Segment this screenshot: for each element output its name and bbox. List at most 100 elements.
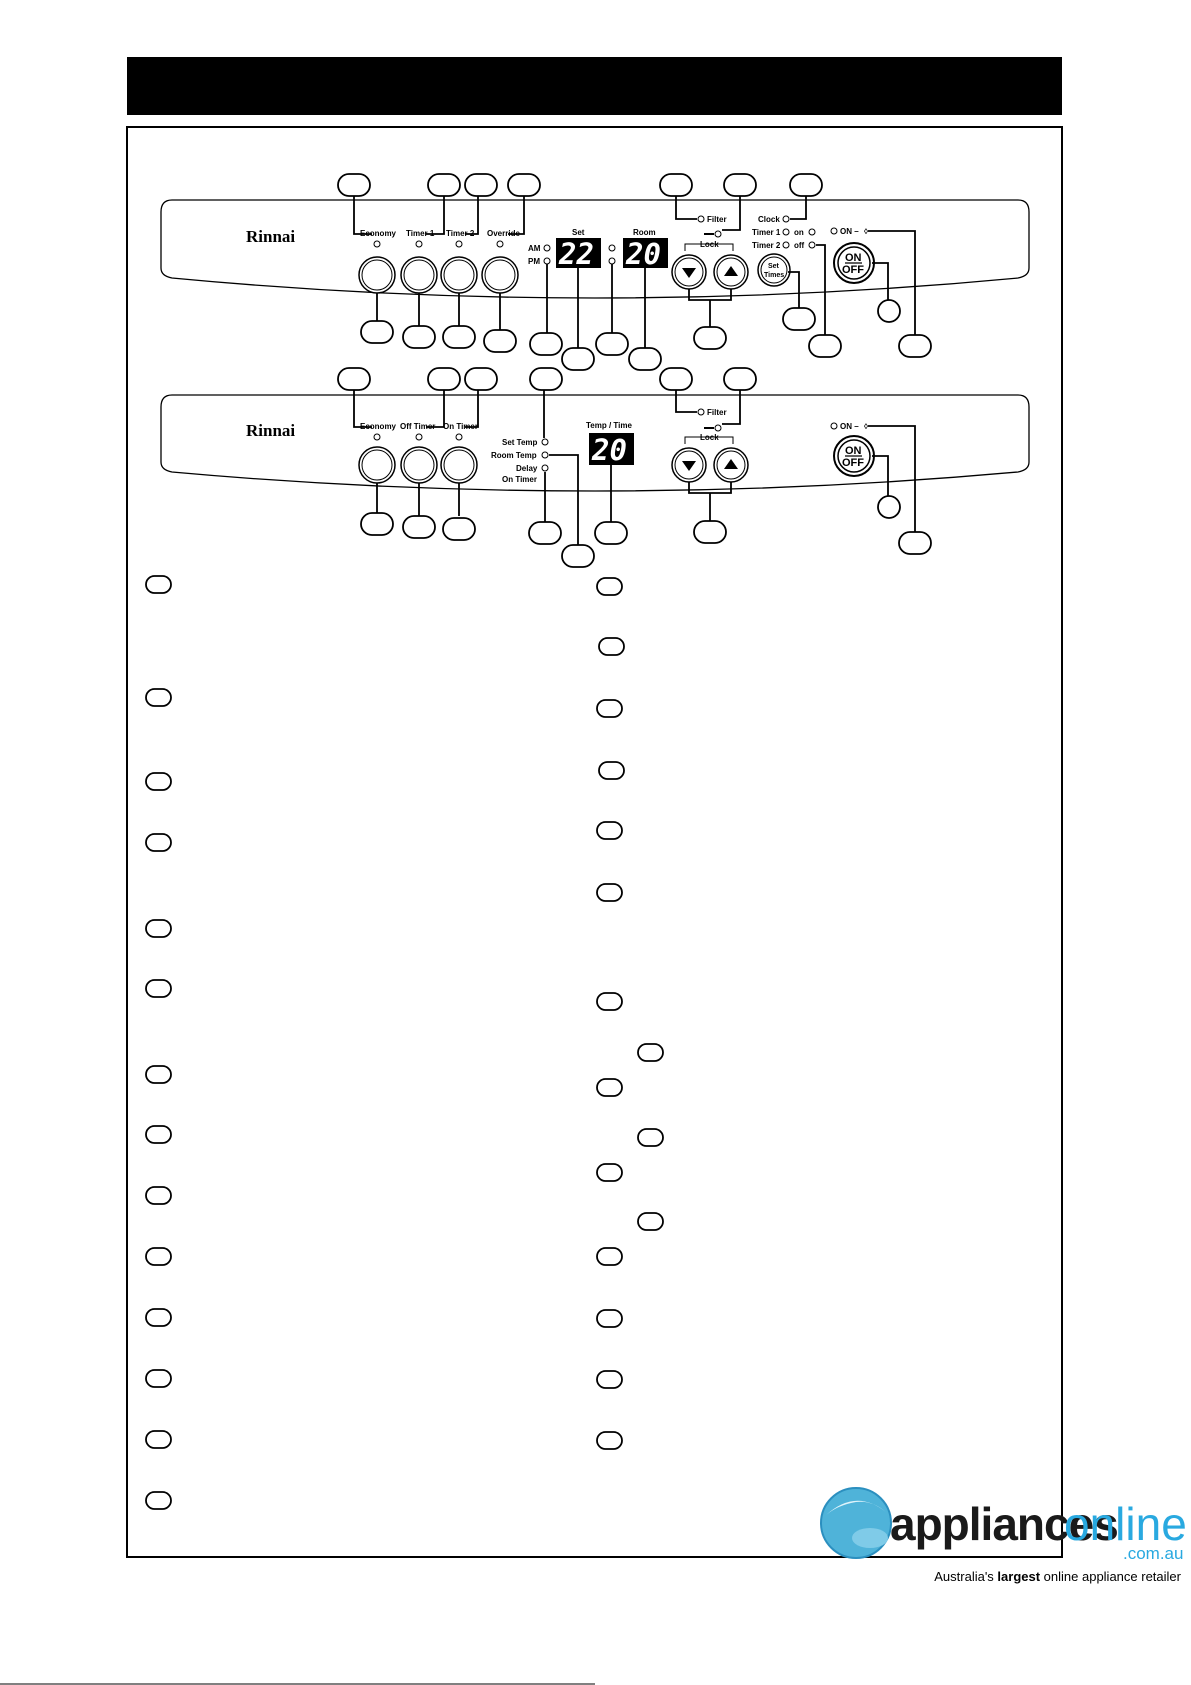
appliances-online-logo: appliances online .com.au Australia's la…: [820, 1487, 1187, 1584]
lock-bracket: [684, 436, 734, 444]
label-economy: Economy: [360, 229, 397, 238]
on-label: ON: [845, 445, 862, 457]
legend-bubble: [596, 1247, 623, 1266]
callout-bubble: [402, 325, 436, 349]
control-panel-top: Rinnai Economy Timer 1 Timer 2 Override …: [160, 196, 1030, 348]
led-on-timer: [455, 433, 463, 441]
header-bar: [127, 57, 1062, 115]
on-label: ON: [845, 252, 862, 264]
legend-bubble: [145, 1186, 172, 1205]
label-timer2-right: Timer 2: [752, 241, 781, 250]
globe-icon: [820, 1487, 892, 1559]
brand-appliances: appliances: [890, 1498, 1118, 1550]
economy-button[interactable]: [358, 256, 396, 294]
label-am: AM: [528, 244, 541, 253]
legend-bubble: [598, 637, 625, 656]
legend-bubble: [596, 1309, 623, 1328]
brand-logo: Rinnai: [246, 227, 295, 246]
standby-icon: ◊: [864, 422, 868, 431]
label-on-small: on: [794, 228, 804, 237]
led-economy: [373, 433, 381, 441]
legend-bubble: [145, 1491, 172, 1510]
callout-lines-top: [353, 196, 916, 348]
label-filter: Filter: [707, 408, 727, 417]
callout-bubble: [529, 367, 563, 391]
callout-bubble: [483, 329, 517, 353]
label-pm: PM: [528, 257, 540, 266]
callout-bubble: [808, 334, 842, 358]
label-off-timer: Off Timer: [400, 422, 435, 431]
callout-bubble: [507, 173, 541, 197]
led-timer2-right: [782, 241, 790, 249]
callout-bubble: [561, 347, 595, 371]
on-off-button[interactable]: ON OFF: [833, 435, 875, 477]
label-set: Set: [572, 228, 585, 237]
callout-bubble: [442, 517, 476, 541]
legend-bubble: [637, 1043, 664, 1062]
control-panel-bottom: Rinnai Economy Off Timer On Timer Set Te…: [160, 389, 1030, 545]
override-button[interactable]: [481, 256, 519, 294]
led-am: [543, 244, 551, 252]
legend-bubble: [145, 575, 172, 594]
callout-bubble: [877, 495, 901, 519]
legend-bubble: [145, 688, 172, 707]
timer2-button[interactable]: [440, 256, 478, 294]
temp-down-button[interactable]: [671, 447, 707, 483]
led-filter: [697, 408, 705, 416]
legend-bubble: [145, 1065, 172, 1084]
lock-key-icon: [704, 230, 722, 238]
content-frame: [126, 126, 1063, 1558]
label-lock: Lock: [700, 433, 719, 442]
brand-domain: .com.au: [1123, 1544, 1183, 1563]
legend-bubbles-left: [145, 575, 172, 1510]
led-on-small: [808, 228, 816, 236]
label-temp-time: Temp / Time: [586, 421, 632, 430]
label-on-standby: ON –: [840, 227, 859, 236]
led-filter: [697, 215, 705, 223]
callout-bubbles-bottom-below: [360, 495, 932, 568]
legend-bubble: [145, 833, 172, 852]
label-on-standby: ON –: [840, 422, 859, 431]
brand-online: online: [1064, 1498, 1187, 1550]
temp-up-button[interactable]: [713, 254, 749, 290]
led-timer1-right: [782, 228, 790, 236]
legend-bubble: [637, 1212, 664, 1231]
callout-bubble: [595, 332, 629, 356]
off-label: OFF: [842, 457, 864, 469]
label-economy: Economy: [360, 422, 397, 431]
legend-bubble: [596, 577, 623, 596]
legend-bubble: [598, 761, 625, 780]
label-timer2: Timer 2: [446, 229, 475, 238]
set-times-label-1: Set: [768, 263, 780, 270]
temp-down-button[interactable]: [671, 254, 707, 290]
economy-button[interactable]: [358, 446, 396, 484]
tagline-post: online appliance retailer: [1040, 1569, 1182, 1584]
callout-bubbles-bottom-above: [337, 367, 757, 391]
led-off-timer: [415, 433, 423, 441]
standby-icon: ◊: [864, 227, 868, 236]
led-colon-top: [608, 244, 616, 252]
on-timer-button[interactable]: [440, 446, 478, 484]
callout-bubble: [693, 326, 727, 350]
label-timer1: Timer 1: [406, 229, 435, 238]
callout-bubble: [360, 320, 394, 344]
legend-bubble: [596, 1431, 623, 1450]
legend-bubble: [145, 919, 172, 938]
on-off-button[interactable]: ON OFF: [833, 242, 875, 284]
tagline-bold: largest: [997, 1569, 1040, 1584]
off-label: OFF: [842, 264, 864, 276]
lock-key-icon: [704, 424, 722, 432]
set-display-value: 22: [558, 237, 594, 271]
set-times-button[interactable]: Set Times: [757, 253, 791, 287]
off-timer-button[interactable]: [400, 446, 438, 484]
callout-bubble: [528, 521, 562, 545]
callout-bubbles-top-above: [337, 173, 823, 197]
timer1-button[interactable]: [400, 256, 438, 294]
label-delay: Delay: [516, 464, 538, 473]
room-display: [623, 238, 668, 268]
label-delay-on-timer: On Timer: [502, 475, 537, 484]
callout-bubble: [693, 520, 727, 544]
label-filter: Filter: [707, 215, 727, 224]
temp-up-button[interactable]: [713, 447, 749, 483]
label-off-small: off: [794, 241, 805, 250]
